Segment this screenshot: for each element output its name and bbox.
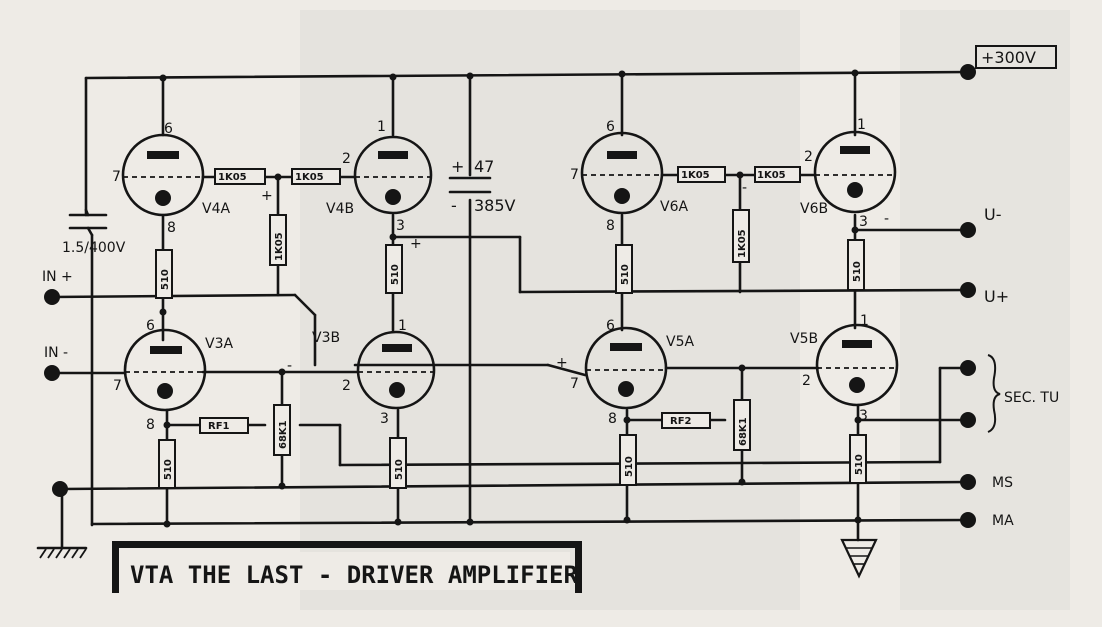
pin-v6b-1: 1 <box>857 117 866 133</box>
terminal-label-in-plus: IN + <box>42 269 73 285</box>
pin-v6a-7: 7 <box>570 167 579 183</box>
polarity-minus: - <box>287 358 292 374</box>
pin-v5a-6: 6 <box>606 318 615 334</box>
tube-label-v3b: V3B <box>312 330 340 346</box>
resistor-label: 68K1 <box>278 420 289 449</box>
earth-ground-icon <box>36 546 88 559</box>
resistor-label: 510 <box>854 454 865 475</box>
pin-v4a-6: 6 <box>164 121 173 137</box>
tube-v4b <box>353 135 433 215</box>
pin-v4b-3: 3 <box>396 218 405 234</box>
pin-v5b-1: 1 <box>860 313 869 329</box>
tube-v6b <box>813 130 897 214</box>
terminal-label-ms: MS <box>992 475 1013 491</box>
terminal-label-sec-tu: SEC. TU <box>1004 390 1059 406</box>
supply-label: +300V <box>981 48 1036 67</box>
polarity-plus: + <box>410 236 422 252</box>
pin-v5b-2: 2 <box>802 373 811 389</box>
polarity-minus: - <box>884 211 889 227</box>
polarity-plus: + <box>556 355 568 371</box>
resistor-label: 68K1 <box>738 417 749 446</box>
pin-v4a-8: 8 <box>167 220 176 236</box>
pin-v5b-3: 3 <box>859 408 868 424</box>
resistor-label: 1K05 <box>295 172 324 183</box>
capacitor-label-c1: 1.5/400V <box>62 240 126 256</box>
tube-v4a <box>121 133 205 217</box>
pin-v3a-6: 6 <box>146 318 155 334</box>
resistor-label: 1K05 <box>218 172 247 183</box>
pin-v6b-2: 2 <box>804 149 813 165</box>
tube-label-v5b: V5B <box>790 331 818 347</box>
pin-v4b-1: 1 <box>377 119 386 135</box>
supply-box <box>975 45 1057 69</box>
resistor-label: 510 <box>394 459 405 480</box>
capacitor-c1 <box>68 208 108 237</box>
pin-v5a-8: 8 <box>608 411 617 427</box>
pin-v3a-7: 7 <box>113 378 122 394</box>
tube-label-v3a: V3A <box>205 336 233 352</box>
resistor-label: RF1 <box>208 421 230 432</box>
terminal-label-ma: MA <box>992 513 1014 529</box>
terminal-label-u-minus: U- <box>984 205 1001 224</box>
resistor-label: 1K05 <box>681 170 710 181</box>
junction-dots <box>159 69 862 528</box>
paper-texture <box>300 10 1070 610</box>
pin-v3b-3: 3 <box>380 411 389 427</box>
pin-v3b-1: 1 <box>398 318 407 334</box>
tube-label-v6b: V6B <box>800 201 828 217</box>
resistor-label: 510 <box>390 264 401 285</box>
tube-v5a <box>584 326 668 410</box>
pin-v3b-2: 2 <box>342 378 351 394</box>
polarity-plus: + <box>451 157 464 176</box>
resistor-label: 1K05 <box>757 170 786 181</box>
diagram-title: VTA THE LAST - DRIVER AMPLIFIER <box>130 561 578 589</box>
resistor-label: 1K05 <box>274 232 285 261</box>
capacitor-label-c2-voltage: 385V <box>474 196 516 215</box>
resistor-label: 510 <box>620 264 631 285</box>
tube-v3a <box>123 328 207 412</box>
resistor-label: 510 <box>160 269 171 290</box>
resistor-boxes <box>155 166 867 489</box>
pin-v4b-2: 2 <box>342 151 351 167</box>
terminal-label-u-plus: U+ <box>984 287 1009 306</box>
pin-v3a-8: 8 <box>146 417 155 433</box>
resistor-label: 1K05 <box>737 229 748 258</box>
terminals <box>44 64 976 528</box>
pin-v5a-7: 7 <box>570 376 579 392</box>
capacitor-c2 <box>448 176 492 194</box>
sec-tu-brace <box>987 354 1001 433</box>
tube-v5b <box>815 323 899 407</box>
terminal-label-in-minus: IN - <box>44 345 68 361</box>
tube-label-v4b: V4B <box>326 201 354 217</box>
wires <box>50 70 970 550</box>
tube-label-v5a: V5A <box>666 334 694 350</box>
chassis-ground-icon <box>840 538 878 579</box>
polarity-plus: + <box>261 188 273 204</box>
tube-v6a <box>580 131 664 215</box>
resistor-label: 510 <box>852 261 863 282</box>
tube-v3b <box>356 330 436 410</box>
pin-v6a-6: 6 <box>606 119 615 135</box>
polarity-minus: - <box>742 180 747 196</box>
resistor-label: RF2 <box>670 416 692 427</box>
tube-label-v6a: V6A <box>660 199 688 215</box>
tube-label-v4a: V4A <box>202 201 230 217</box>
capacitor-label-c2: 47 <box>474 157 494 176</box>
polarity-minus: - <box>451 196 457 215</box>
resistor-label: 510 <box>163 459 174 480</box>
title-block <box>112 541 582 593</box>
pin-v6a-8: 8 <box>606 218 615 234</box>
pin-v4a-7: 7 <box>112 169 121 185</box>
resistor-label: 510 <box>624 456 635 477</box>
pin-v6b-3: 3 <box>859 214 868 230</box>
